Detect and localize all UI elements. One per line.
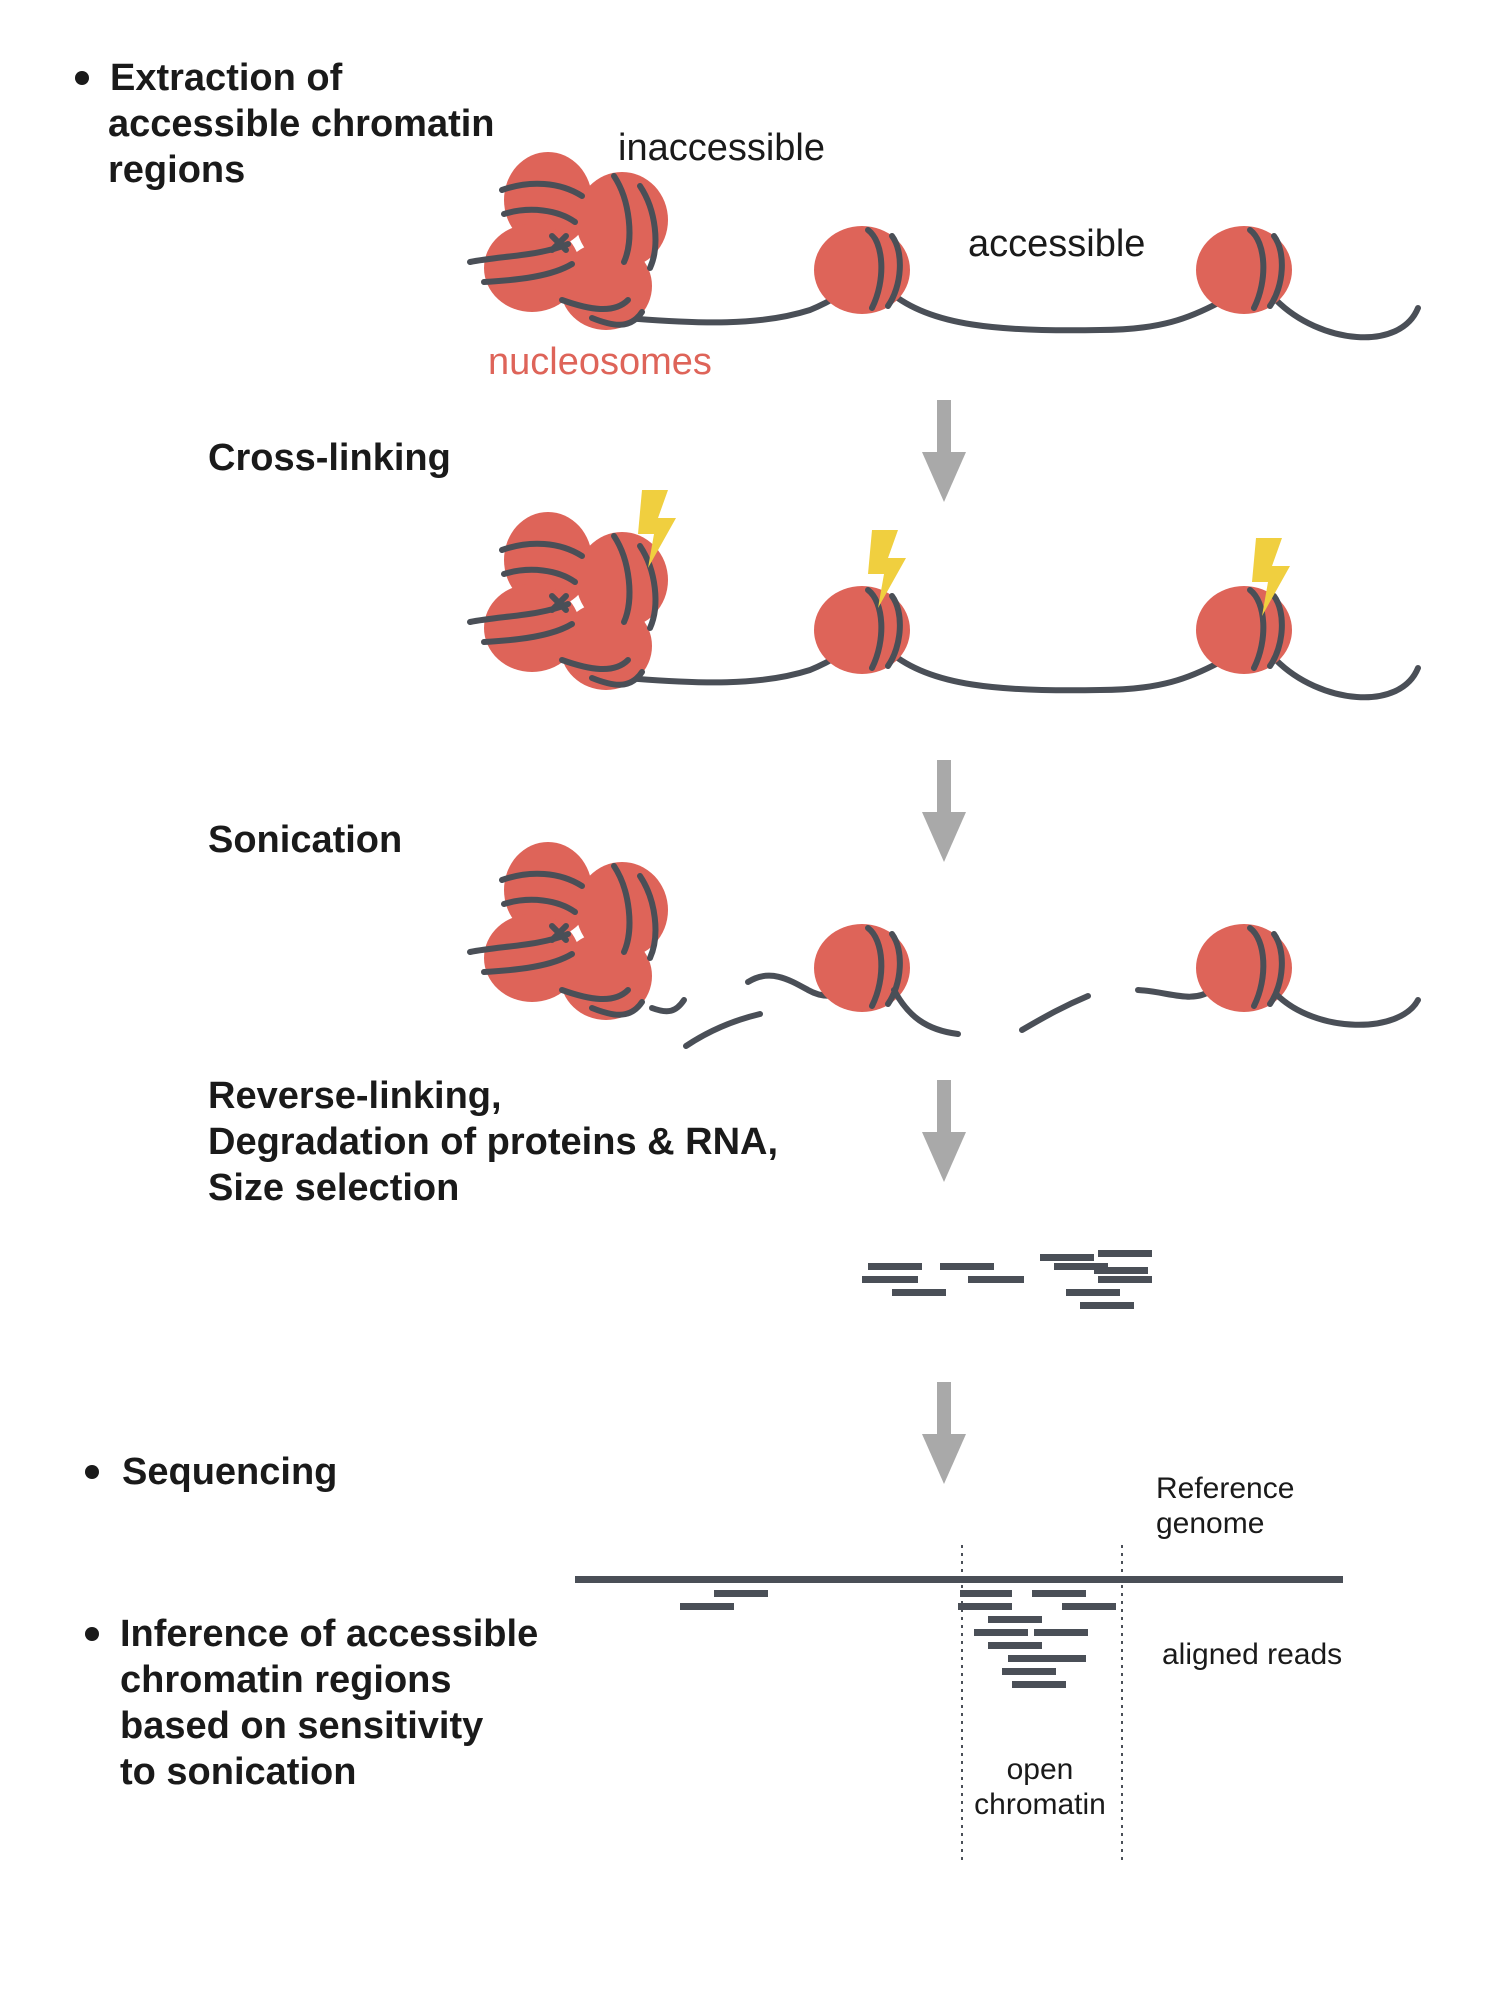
step-sequencing: Sequencing — [85, 1451, 337, 1493]
aligned-read — [1032, 1590, 1086, 1597]
nucleosome — [814, 586, 910, 674]
down-arrow-icon — [922, 1382, 966, 1484]
sonication-title: Sonication — [208, 819, 402, 861]
aligned-read — [1032, 1655, 1086, 1662]
dna-fragment — [940, 1263, 994, 1270]
dna-fragment — [1098, 1276, 1152, 1283]
aligned-read — [680, 1603, 734, 1610]
dna-fragment — [868, 1263, 922, 1270]
aligned-read — [988, 1642, 1042, 1649]
step-inference: Inference of accessible chromatin region… — [85, 1472, 1343, 1865]
nucleosomes-label: nucleosomes — [488, 341, 712, 383]
aligned-read — [1034, 1629, 1088, 1636]
aligned-read — [1012, 1681, 1066, 1688]
dna-fragment — [892, 1289, 946, 1296]
nucleosome — [1196, 586, 1292, 674]
reverse-title-line1: Reverse-linking, — [208, 1075, 502, 1117]
down-arrow-icon — [922, 400, 966, 502]
aligned-read — [988, 1616, 1042, 1623]
nucleosome — [814, 924, 910, 1012]
aligned-read — [960, 1590, 1012, 1597]
aligned-read — [1002, 1668, 1056, 1675]
dna-fragment — [1054, 1263, 1108, 1270]
dna-fragment — [862, 1276, 918, 1283]
bullet-icon — [85, 1465, 99, 1479]
step-extraction: Extraction of accessible chromatin regio… — [75, 57, 1421, 383]
open-chromatin-label-line1: open — [1007, 1753, 1074, 1786]
nucleosome-cluster — [470, 152, 668, 330]
fragmented-chromatin — [470, 842, 1421, 1049]
inference-title-line3: based on sensitivity — [120, 1705, 483, 1747]
bullet-icon — [75, 71, 89, 85]
nucleosome-cluster — [470, 512, 668, 690]
reference-genome-line — [575, 1576, 1343, 1583]
nucleosome — [814, 226, 910, 314]
aligned-read — [974, 1629, 1028, 1636]
aligned-reads-label: aligned reads — [1162, 1638, 1342, 1671]
extraction-title-line2: accessible chromatin — [108, 103, 495, 145]
nucleosome — [1196, 226, 1292, 314]
accessible-label: accessible — [968, 223, 1145, 265]
step-crosslinking: Cross-linking — [208, 437, 1421, 701]
inference-title-line1: Inference of accessible — [120, 1613, 538, 1655]
reverse-title-line2: Degradation of proteins & RNA, — [208, 1121, 778, 1163]
reverse-title-line3: Size selection — [208, 1167, 459, 1209]
aligned-read — [1062, 1603, 1116, 1610]
dna-fragment — [1080, 1302, 1134, 1309]
reference-genome-label-line2: genome — [1156, 1507, 1264, 1540]
alignment-panel — [575, 1545, 1343, 1865]
chromatin-strand-1 — [470, 152, 1421, 341]
dna-fragment — [1066, 1289, 1120, 1296]
reference-genome-label-line1: Reference — [1156, 1472, 1294, 1505]
extraction-title-line1: Extraction of — [110, 57, 343, 99]
sequencing-title: Sequencing — [122, 1451, 337, 1493]
inaccessible-label: inaccessible — [618, 127, 825, 169]
aligned-read — [958, 1603, 1012, 1610]
extraction-title-line3: regions — [108, 149, 245, 191]
dna-fragment — [1094, 1267, 1148, 1274]
down-arrow-icon — [922, 1080, 966, 1182]
open-chromatin-label-line2: chromatin — [974, 1788, 1106, 1821]
chromatin-strand-2 — [470, 512, 1421, 701]
step-sonication: Sonication — [208, 819, 1421, 1049]
dna-fragment — [1098, 1250, 1152, 1257]
inference-title-line4: to sonication — [120, 1751, 356, 1793]
dna-fragment — [968, 1276, 1024, 1283]
step-reverse-linking: Reverse-linking, Degradation of proteins… — [208, 1075, 1152, 1309]
dna-fragment — [1040, 1254, 1094, 1261]
nucleosome-cluster — [470, 842, 668, 1020]
down-arrow-icon — [922, 760, 966, 862]
crosslinking-title: Cross-linking — [208, 437, 451, 479]
inference-title-line2: chromatin regions — [120, 1659, 452, 1701]
bullet-icon — [85, 1627, 99, 1641]
aligned-read — [714, 1590, 768, 1597]
dna-fragments — [862, 1250, 1152, 1309]
